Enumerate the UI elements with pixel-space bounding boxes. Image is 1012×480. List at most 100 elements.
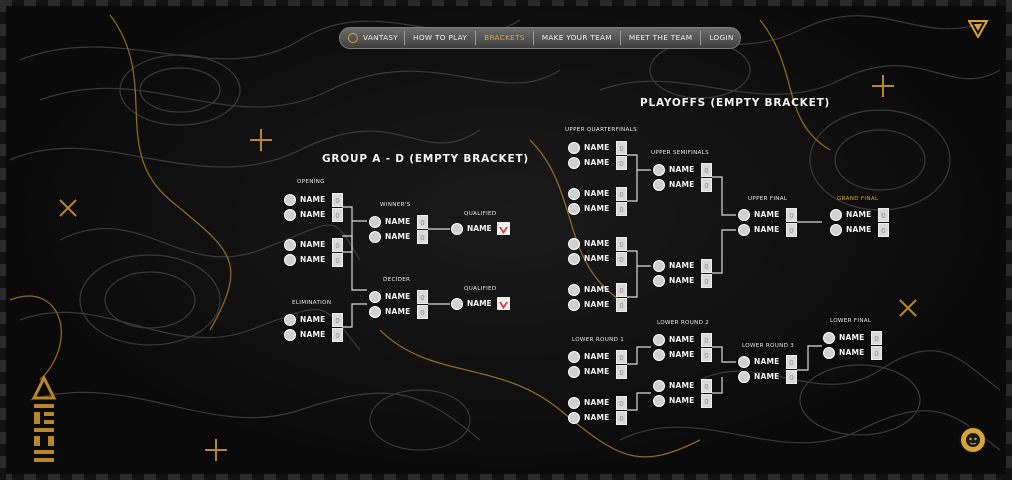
team-score: 0 (878, 208, 889, 222)
playoffs-bracket-title: PLAYOFFS (EMPTY BRACKET) (640, 97, 831, 109)
qualified-slot-1[interactable]: NAME (451, 222, 513, 236)
team-slot[interactable]: NAME 0 (653, 259, 713, 273)
nav-brackets[interactable]: BRACKETS (476, 31, 534, 45)
team-avatar (568, 351, 580, 363)
team-avatar (738, 209, 750, 221)
team-score: 0 (616, 283, 627, 297)
team-name: NAME (846, 225, 872, 234)
team-avatar (568, 157, 580, 169)
team-score: 0 (332, 253, 343, 267)
team-slot[interactable]: NAME 0 (653, 394, 713, 408)
vantasy-vertical-logo-icon (31, 376, 57, 462)
team-slot[interactable]: NAME 0 (653, 163, 713, 177)
nav-login[interactable]: LOGIN (709, 33, 734, 42)
frame-bottom (0, 474, 1012, 480)
team-name: NAME (669, 396, 695, 405)
team-name: NAME (839, 348, 865, 357)
team-name: NAME (669, 261, 695, 270)
triangle-down-icon[interactable] (968, 20, 988, 38)
team-score: 0 (701, 379, 712, 393)
team-score: 0 (616, 365, 627, 379)
qualified-slot-2[interactable]: NAME (451, 297, 513, 311)
team-slot[interactable]: NAME 0 (823, 331, 883, 345)
frame-left (0, 0, 6, 480)
team-name: NAME (839, 333, 865, 342)
team-avatar (653, 380, 665, 392)
team-avatar (653, 334, 665, 346)
label-qualified-2: QUALIFIED (464, 286, 497, 292)
team-score: 0 (332, 328, 343, 342)
team-avatar (823, 332, 835, 344)
team-score: 0 (786, 370, 797, 384)
team-avatar (369, 231, 381, 243)
team-name: NAME (385, 232, 411, 241)
team-score: 0 (871, 331, 882, 345)
nav-meet-the-team[interactable]: MEET THE TEAM (621, 31, 702, 45)
team-name: NAME (669, 276, 695, 285)
team-name: NAME (669, 165, 695, 174)
team-score: 0 (786, 223, 797, 237)
label-qualified-1: QUALIFIED (464, 211, 497, 217)
team-avatar (568, 188, 580, 200)
nav-how-to-play[interactable]: HOW TO PLAY (405, 31, 477, 45)
team-avatar (653, 395, 665, 407)
team-name: NAME (584, 254, 610, 263)
label-lower-round-2: LOWER ROUND 2 (657, 320, 710, 326)
nav-make-your-team[interactable]: MAKE YOUR TEAM (534, 31, 621, 45)
lion-avatar-icon[interactable] (959, 426, 987, 454)
frame-top (0, 0, 1012, 6)
team-score: 0 (701, 259, 712, 273)
team-score: 0 (616, 202, 627, 216)
team-score: 0 (701, 163, 712, 177)
team-name: NAME (584, 413, 610, 422)
team-avatar (738, 224, 750, 236)
team-score: 0 (616, 396, 627, 410)
team-score: 0 (332, 193, 343, 207)
team-score: 0 (417, 230, 428, 244)
team-score: 0 (701, 394, 712, 408)
team-name: NAME (385, 307, 411, 316)
team-avatar (284, 239, 296, 251)
brand-logo[interactable]: VANTASY (346, 31, 406, 45)
team-slot[interactable]: NAME 0 (369, 230, 429, 244)
